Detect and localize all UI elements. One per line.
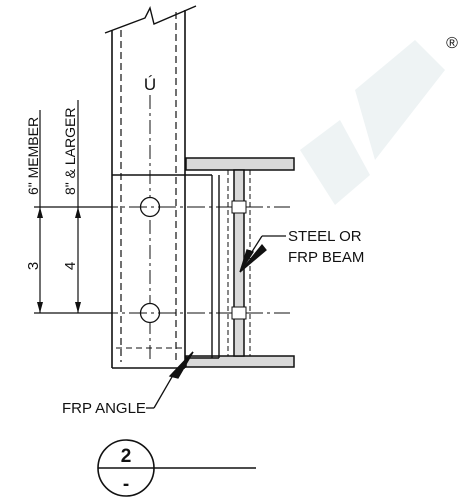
- dim-label-8in-larger: 8" & LARGER: [62, 108, 78, 195]
- watermark: ®: [300, 35, 458, 205]
- beam-section: [185, 157, 295, 368]
- dim-label-6in-member: 6" MEMBER: [25, 117, 41, 195]
- dimension-lines: [34, 100, 112, 314]
- beam-callout-leader: [239, 235, 286, 273]
- beam-callout-line1: STEEL OR: [288, 228, 362, 245]
- detail-sheet: -: [123, 474, 129, 495]
- angle-callout-leader: [146, 351, 194, 409]
- angle-callout-label: FRP ANGLE: [62, 400, 146, 417]
- dim-value-4: 4: [62, 262, 79, 270]
- frp-angle: [185, 175, 220, 359]
- member-symbol: Ú: [144, 75, 156, 94]
- dim-value-3: 3: [25, 262, 42, 270]
- watermark-registered-mark: ®: [446, 35, 458, 52]
- beam-callout-line2: FRP BEAM: [288, 249, 364, 266]
- bolt-bottom: [100, 302, 290, 324]
- vertical-member: [104, 5, 212, 369]
- bolt-top: [100, 196, 290, 218]
- detail-number: 2: [121, 446, 132, 467]
- detail-tag: [97, 439, 256, 497]
